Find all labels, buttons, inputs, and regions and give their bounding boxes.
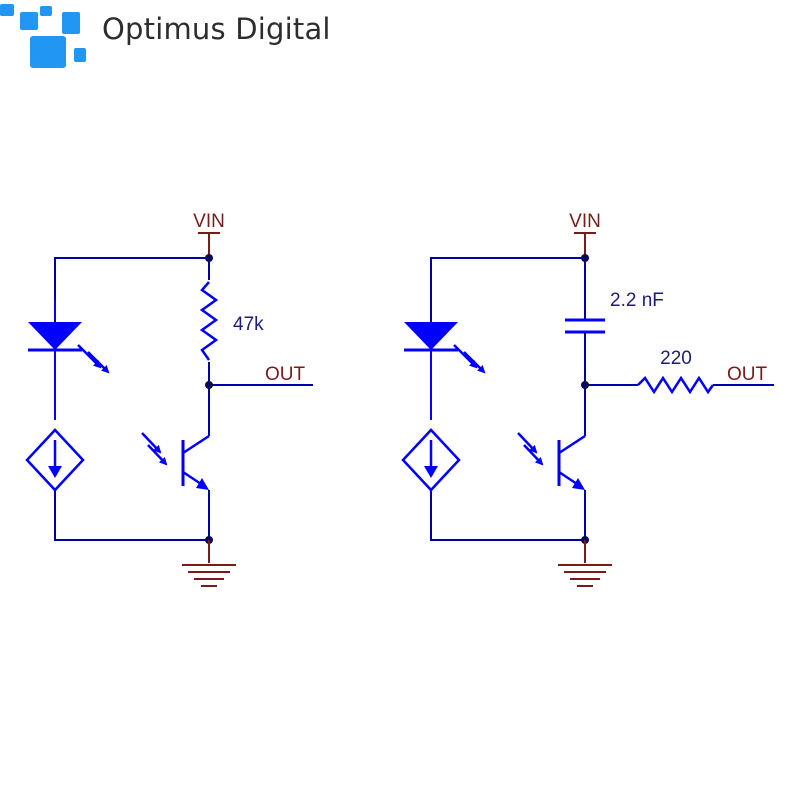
- ir-led-icon: [28, 300, 110, 420]
- vin-power-symbol: [574, 232, 596, 257]
- resistor-47k-icon: [199, 281, 219, 361]
- brand-name: Optimus Digital: [102, 12, 331, 46]
- resistor-value-label: 47k: [233, 314, 264, 335]
- out-label: OUT: [727, 364, 768, 385]
- capacitor-value-label: 2.2 nF: [610, 290, 664, 311]
- resistor-value-label: 220: [660, 348, 692, 369]
- resistor-220-icon: [637, 375, 715, 395]
- wires: [54, 257, 313, 541]
- junction-dots: [205, 254, 213, 544]
- wires: [430, 257, 774, 541]
- ground-icon: [182, 540, 236, 587]
- current-source-icon: [25, 428, 85, 540]
- circuit-left: VIN 47k OUT: [25, 211, 313, 587]
- capacitor-icon: [565, 318, 605, 334]
- out-label: OUT: [265, 364, 306, 385]
- phototransistor-icon: [141, 432, 210, 490]
- junction-dots: [581, 254, 589, 544]
- current-source-icon: [401, 428, 461, 492]
- vin-label: VIN: [569, 211, 601, 232]
- circuit-right: VIN 2.2 nF: [401, 211, 774, 587]
- vin-label: VIN: [193, 211, 225, 232]
- ground-icon: [558, 540, 612, 587]
- ir-led-icon: [404, 322, 486, 420]
- logo-mark-icon: [0, 4, 86, 68]
- phototransistor-icon: [517, 432, 586, 490]
- vin-power-symbol: [198, 232, 220, 257]
- optimus-digital-logo: Optimus Digital: [0, 0, 340, 72]
